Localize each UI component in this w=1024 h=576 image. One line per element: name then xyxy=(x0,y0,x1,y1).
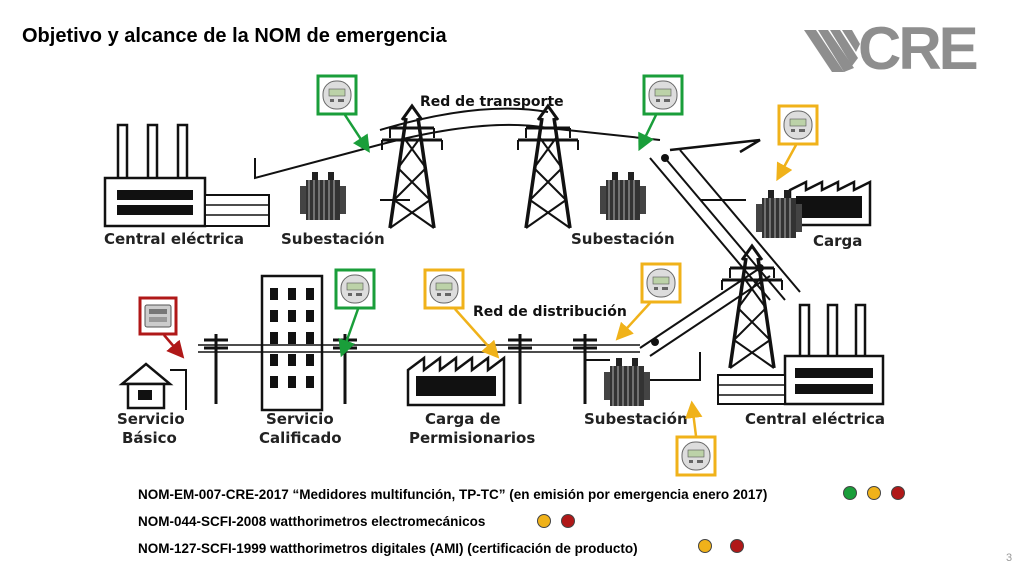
carga-permisionarios-factory xyxy=(406,355,506,407)
norm-em-007: NOM-EM-007-CRE-2017 “Medidores multifunc… xyxy=(138,487,768,502)
subestacion-top-left-label: Subestación xyxy=(281,230,385,248)
carga-label: Carga xyxy=(813,232,862,250)
red-dot-icon xyxy=(730,539,744,553)
yellow-dot-icon xyxy=(698,539,712,553)
red-distribucion-label: Red de distribución xyxy=(473,304,627,320)
servicio-calificado-label-2: Calificado xyxy=(259,429,342,447)
central-electrica-bottom-label: Central eléctrica xyxy=(745,410,885,428)
yellow-dot-icon xyxy=(537,514,551,528)
norm-127: NOM-127-SCFI-1999 watthorimetros digital… xyxy=(138,541,638,556)
carga-factory xyxy=(755,179,872,239)
red-transporte-label: Red de transporte xyxy=(420,94,564,110)
central-electrica-top-label: Central eléctrica xyxy=(104,230,244,248)
meter-red-basico xyxy=(138,296,185,359)
subestacion-bottom-label: Subestación xyxy=(584,410,688,428)
carga-permisionarios-label-1: Carga de xyxy=(425,410,501,428)
servicio-basico-label-2: Básico xyxy=(122,429,177,447)
servicio-basico-label-1: Servicio xyxy=(117,410,185,428)
central-electrica-bottom xyxy=(717,303,885,406)
red-dot-icon xyxy=(561,514,575,528)
servicio-calificado-label-1: Servicio xyxy=(266,410,334,428)
logo-text: CRE xyxy=(858,15,979,82)
central-electrica-top xyxy=(103,123,270,228)
meter-yellow-central xyxy=(675,400,717,477)
yellow-dot-icon xyxy=(867,486,881,500)
cre-logo-stripes-icon xyxy=(804,30,860,72)
meter-green-calificado xyxy=(334,268,376,358)
green-dot-icon xyxy=(843,486,857,500)
meter-green-2 xyxy=(638,74,684,152)
servicio-calificado-building xyxy=(260,274,324,412)
meter-yellow-subestacion xyxy=(615,262,682,341)
meter-yellow-permisionarios xyxy=(423,268,500,359)
subestacion-top-right-label: Subestación xyxy=(571,230,675,248)
diagonal-line xyxy=(639,138,801,370)
page-title: Objetivo y alcance de la NOM de emergenc… xyxy=(22,25,447,47)
servicio-basico-house xyxy=(118,362,187,410)
meter-green-1 xyxy=(316,74,370,153)
subestacion-bottom xyxy=(585,352,701,407)
norm-044: NOM-044-SCFI-2008 watthorimetros electro… xyxy=(138,514,486,529)
red-dot-icon xyxy=(891,486,905,500)
carga-permisionarios-label-2: Permisionarios xyxy=(409,429,535,447)
page-number: 3 xyxy=(1006,552,1013,564)
distribution-lines xyxy=(198,332,640,406)
meter-yellow-carga xyxy=(776,104,819,182)
